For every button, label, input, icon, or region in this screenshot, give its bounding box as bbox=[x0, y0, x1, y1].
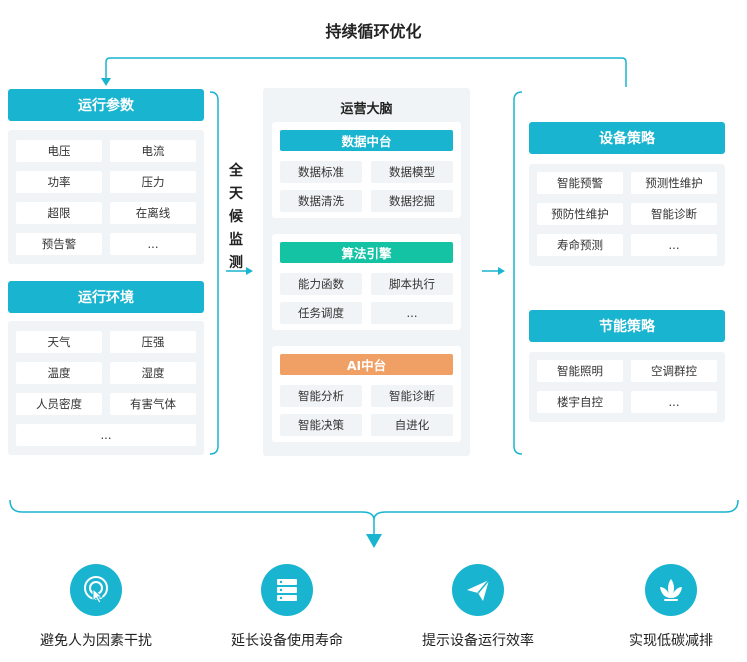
env-item: ... bbox=[16, 424, 196, 446]
params-header: 运行参数 bbox=[8, 89, 204, 121]
lotus-icon bbox=[645, 564, 697, 616]
env-item: 有害气体 bbox=[110, 393, 196, 415]
server-icon bbox=[261, 564, 313, 616]
ai-center-header: AI中台 bbox=[280, 354, 453, 375]
brain-header: 运营大脑 bbox=[340, 102, 393, 117]
monitor-char: 候 bbox=[229, 209, 243, 225]
env-item: 人员密度 bbox=[16, 393, 102, 415]
ai-center-item: 智能决策 bbox=[280, 414, 362, 436]
device-item: 预测性维护 bbox=[631, 172, 717, 194]
param-item: 在离线 bbox=[110, 202, 196, 224]
ai-center-card: AI中台 智能分析 智能诊断 智能决策 自进化 bbox=[272, 346, 461, 442]
energy-item: ... bbox=[631, 391, 717, 413]
device-strategy-panel: 智能预警 预测性维护 预防性维护 智能诊断 寿命预测 ... bbox=[529, 164, 725, 266]
monitor-char: 监 bbox=[229, 232, 243, 248]
algo-engine-item: 能力函数 bbox=[280, 273, 362, 295]
device-item: 智能预警 bbox=[537, 172, 623, 194]
params-panel: 电压 电流 功率 压力 超限 在离线 预告警 ... bbox=[8, 130, 204, 264]
param-item: 电压 bbox=[16, 140, 102, 162]
outcome-label: 提示设备运行效率 bbox=[422, 633, 534, 649]
param-item: 超限 bbox=[16, 202, 102, 224]
env-item: 湿度 bbox=[110, 362, 196, 384]
energy-item: 楼宇自控 bbox=[537, 391, 623, 413]
data-center-header: 数据中台 bbox=[280, 130, 453, 151]
param-item: 功率 bbox=[16, 171, 102, 193]
energy-strategy-header: 节能策略 bbox=[529, 310, 725, 342]
energy-strategy-panel: 智能照明 空调群控 楼宇自控 ... bbox=[529, 352, 725, 422]
ai-center-item: 自进化 bbox=[371, 414, 453, 436]
param-item: 预告警 bbox=[16, 233, 102, 255]
energy-item: 空调群控 bbox=[631, 360, 717, 382]
device-item: 预防性维护 bbox=[537, 203, 623, 225]
param-item: ... bbox=[110, 233, 196, 255]
monitor-char: 天 bbox=[229, 186, 243, 202]
data-center-item: 数据模型 bbox=[371, 161, 453, 183]
energy-item: 智能照明 bbox=[537, 360, 623, 382]
touch-icon bbox=[70, 564, 122, 616]
monitor-char: 测 bbox=[229, 255, 243, 271]
data-center-card: 数据中台 数据标准 数据模型 数据清洗 数据挖掘 bbox=[272, 122, 461, 218]
data-center-item: 数据挖掘 bbox=[371, 190, 453, 212]
env-header: 运行环境 bbox=[8, 281, 204, 313]
data-center-item: 数据清洗 bbox=[280, 190, 362, 212]
outcome-label: 避免人为因素干扰 bbox=[40, 633, 152, 649]
monitor-label: 全 天 候 监 测 bbox=[226, 160, 246, 275]
device-item: ... bbox=[631, 234, 717, 256]
outcome-label: 延长设备使用寿命 bbox=[231, 633, 343, 649]
env-item: 压强 bbox=[110, 331, 196, 353]
monitor-char: 全 bbox=[229, 163, 243, 179]
paper-plane-icon bbox=[452, 564, 504, 616]
env-panel: 天气 压强 温度 湿度 人员密度 有害气体 ... bbox=[8, 321, 204, 455]
page-title: 持续循环优化 bbox=[325, 22, 422, 41]
data-center-item: 数据标准 bbox=[280, 161, 362, 183]
algo-engine-item: ... bbox=[371, 302, 453, 324]
outcome-label: 实现低碳减排 bbox=[629, 633, 713, 649]
device-strategy-header: 设备策略 bbox=[529, 122, 725, 154]
algo-engine-header: 算法引擎 bbox=[280, 242, 453, 263]
env-item: 天气 bbox=[16, 331, 102, 353]
param-item: 电流 bbox=[110, 140, 196, 162]
param-item: 压力 bbox=[110, 171, 196, 193]
ai-center-item: 智能分析 bbox=[280, 385, 362, 407]
ai-center-item: 智能诊断 bbox=[371, 385, 453, 407]
algo-engine-item: 任务调度 bbox=[280, 302, 362, 324]
device-item: 智能诊断 bbox=[631, 203, 717, 225]
algo-engine-item: 脚本执行 bbox=[371, 273, 453, 295]
env-item: 温度 bbox=[16, 362, 102, 384]
algo-engine-card: 算法引擎 能力函数 脚本执行 任务调度 ... bbox=[272, 234, 461, 330]
device-item: 寿命预测 bbox=[537, 234, 623, 256]
brain-panel: 运营大脑 数据中台 数据标准 数据模型 数据清洗 数据挖掘 算法引擎 能力函数 … bbox=[263, 88, 470, 456]
